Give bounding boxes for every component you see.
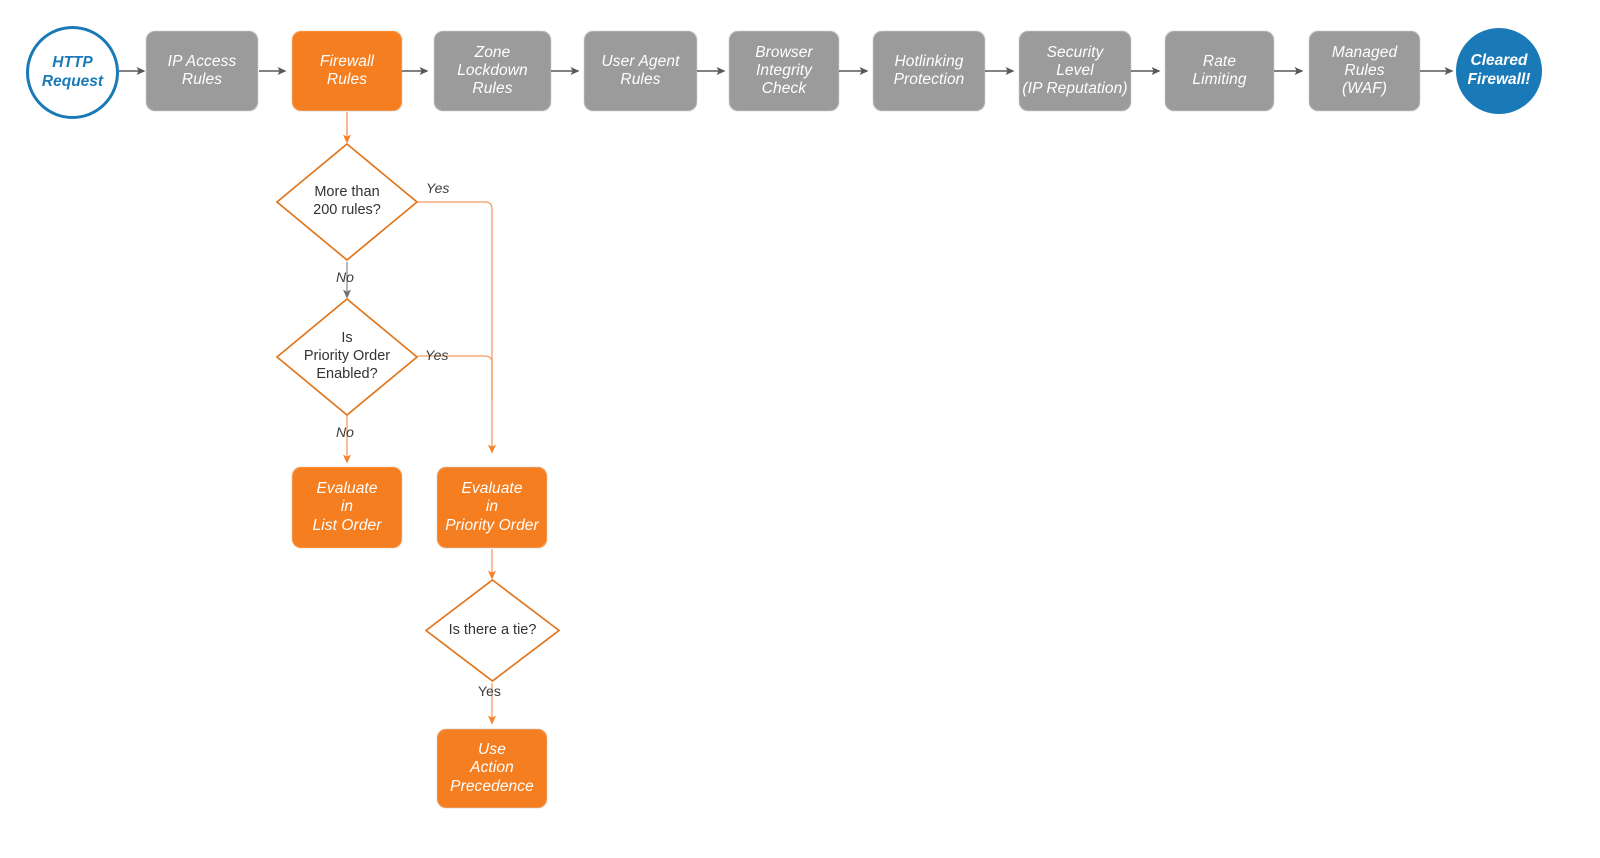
node-ip-access-rules-label: IP Access Rules (167, 52, 237, 88)
node-managed-rules-waf[interactable]: Managed Rules (WAF) (1309, 31, 1420, 111)
edge-label-priority-order-no: No (336, 424, 354, 440)
edge-label-more-than-200-yes: Yes (426, 180, 450, 196)
node-use-action-precedence-label: Use Action Precedence (450, 741, 534, 795)
diamond-shape (275, 297, 419, 417)
decision-more-than-200-rules-label: More than 200 rules? (313, 184, 381, 218)
decision-is-there-a-tie[interactable]: Is there a tie? (424, 578, 561, 683)
diamond-shape (424, 578, 561, 683)
node-user-agent-rules[interactable]: User Agent Rules (584, 31, 697, 111)
node-cleared-firewall[interactable]: Cleared Firewall! (1456, 28, 1542, 114)
decision-is-there-a-tie-label: Is there a tie? (448, 621, 537, 638)
node-ip-access-rules[interactable]: IP Access Rules (146, 31, 258, 111)
node-hotlinking-protection-label: Hotlinking Protection (893, 52, 965, 88)
edge-label-more-than-200-no: No (336, 269, 354, 285)
node-evaluate-in-list-order[interactable]: Evaluate in List Order (292, 467, 402, 548)
node-evaluate-in-priority-order-label: Evaluate in Priority Order (445, 480, 539, 534)
node-zone-lockdown-rules[interactable]: Zone Lockdown Rules (434, 31, 551, 111)
decision-is-priority-order-enabled-label: Is Priority Order Enabled? (303, 330, 391, 382)
node-evaluate-in-list-order-label: Evaluate in List Order (312, 480, 382, 534)
node-evaluate-in-priority-order[interactable]: Evaluate in Priority Order (437, 467, 547, 548)
node-rate-limiting-label: Rate Limiting (1192, 52, 1247, 88)
node-browser-integrity-check[interactable]: Browser Integrity Check (729, 31, 839, 111)
node-browser-integrity-check-label: Browser Integrity Check (755, 43, 813, 98)
node-use-action-precedence[interactable]: Use Action Precedence (437, 729, 547, 808)
node-http-request[interactable]: HTTP Request (26, 26, 119, 119)
decision-is-priority-order-enabled[interactable]: Is Priority Order Enabled? (275, 297, 419, 417)
node-hotlinking-protection[interactable]: Hotlinking Protection (873, 31, 985, 111)
node-managed-rules-waf-label: Managed Rules (WAF) (1331, 43, 1398, 98)
node-firewall-rules[interactable]: Firewall Rules (292, 31, 402, 111)
node-http-request-label: HTTP Request (41, 53, 104, 90)
decision-more-than-200-rules[interactable]: More than 200 rules? (275, 142, 419, 262)
node-firewall-rules-label: Firewall Rules (319, 52, 375, 88)
edge-label-tie-yes: Yes (478, 683, 501, 699)
node-user-agent-rules-label: User Agent Rules (601, 52, 680, 88)
node-rate-limiting[interactable]: Rate Limiting (1165, 31, 1274, 111)
node-security-level[interactable]: Security Level (IP Reputation) (1019, 31, 1131, 111)
node-zone-lockdown-rules-label: Zone Lockdown Rules (457, 43, 528, 98)
diamond-shape (275, 142, 419, 262)
edge-label-priority-order-yes: Yes (425, 347, 449, 363)
edge-more-than-200-yes (418, 201, 496, 454)
node-cleared-firewall-label: Cleared Firewall! (1467, 52, 1531, 88)
node-security-level-label: Security Level (IP Reputation) (1022, 43, 1128, 98)
